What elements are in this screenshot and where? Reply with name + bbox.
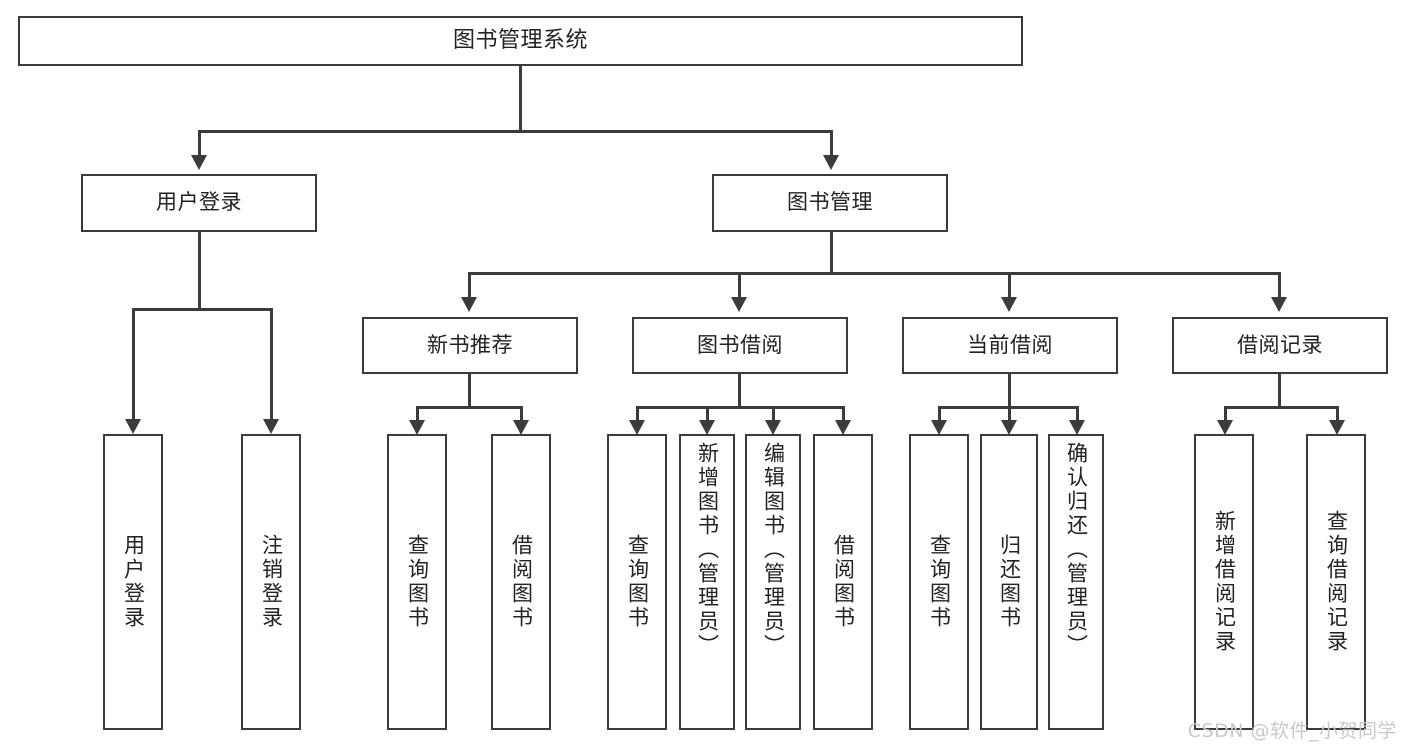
node-label: 当前借阅 [967, 332, 1053, 357]
node-label: 图书管理 [787, 190, 873, 215]
arrowhead-root-to-book-manage [823, 155, 839, 170]
arrowhead-new-book-leaf-2 [513, 420, 529, 435]
connector-borrow-record-to-leaf-1 [1224, 406, 1227, 422]
node-leaf-borrow-book-1[interactable]: 借阅图书 [491, 434, 551, 730]
node-leaf-query-record[interactable]: 查询借阅记录 [1306, 434, 1366, 730]
connector-book-manage-to-current-borrow [1008, 272, 1011, 299]
connector-user-login-stem [198, 232, 201, 310]
node-leaf-query-book-1[interactable]: 查询图书 [387, 434, 447, 730]
arrowhead-book-borrow-leaf-3 [765, 420, 781, 435]
node-leaf-confirm-return[interactable]: 确认归还（管理员） [1048, 434, 1104, 730]
connector-current-borrow-to-leaf-2 [1008, 406, 1011, 422]
node-label: 归还图书 [997, 534, 1022, 630]
node-leaf-user-login[interactable]: 用户登录 [103, 434, 163, 730]
connector-user-login-to-leaf-2 [270, 308, 273, 421]
connector-book-manage-to-book-borrow [738, 272, 741, 299]
arrowhead-user-login-leaf-1 [125, 419, 141, 434]
node-leaf-add-book[interactable]: 新增图书（管理员） [679, 434, 735, 730]
connector-current-borrow-stem [1008, 374, 1011, 408]
node-leaf-add-record[interactable]: 新增借阅记录 [1194, 434, 1254, 730]
connector-new-book-to-leaf-1 [416, 406, 419, 422]
node-label: 图书借阅 [697, 332, 783, 357]
node-label: 借阅图书 [509, 534, 534, 630]
connector-user-login-bus [132, 308, 272, 311]
node-label: 查询借阅记录 [1324, 510, 1349, 654]
node-leaf-logout[interactable]: 注销登录 [241, 434, 301, 730]
node-label: 查询图书 [625, 534, 650, 630]
watermark-text: CSDN @软件_小贺同学 [1187, 720, 1397, 742]
node-book-manage[interactable]: 图书管理 [712, 174, 948, 232]
arrowhead-root-to-user-login [191, 155, 207, 170]
connector-borrow-record-stem [1278, 374, 1281, 408]
connector-book-borrow-bus [636, 406, 844, 409]
node-label: 借阅记录 [1237, 332, 1323, 357]
node-label: 新增图书（管理员） [695, 442, 720, 658]
node-label: 用户登录 [156, 190, 242, 215]
arrowhead-book-borrow-leaf-4 [835, 420, 851, 435]
connector-book-manage-to-new-book [468, 272, 471, 299]
arrowhead-current-borrow-leaf-1 [931, 420, 947, 435]
node-root-system[interactable]: 图书管理系统 [18, 16, 1023, 66]
node-user-login[interactable]: 用户登录 [81, 174, 317, 232]
arrowhead-book-manage-borrow-record [1271, 297, 1287, 312]
node-leaf-return-book[interactable]: 归还图书 [980, 434, 1038, 730]
arrowhead-book-manage-book-borrow [731, 297, 747, 312]
connector-borrow-record-bus [1224, 406, 1338, 409]
connector-new-book-bus [416, 406, 522, 409]
node-label: 注销登录 [259, 534, 284, 630]
connector-book-manage-bus [468, 272, 1280, 275]
arrowhead-user-login-leaf-2 [263, 419, 279, 434]
connector-book-borrow-to-leaf-2 [706, 406, 709, 422]
node-label: 用户登录 [121, 534, 146, 630]
node-label: 编辑图书（管理员） [761, 442, 786, 658]
arrowhead-book-manage-new-book [461, 297, 477, 312]
connector-root-to-user-login [198, 130, 201, 157]
arrowhead-new-book-leaf-1 [409, 420, 425, 435]
node-leaf-query-book-2[interactable]: 查询图书 [607, 434, 667, 730]
connector-book-manage-to-borrow-record [1278, 272, 1281, 299]
connector-root-bus [198, 130, 832, 133]
node-leaf-borrow-book-2[interactable]: 借阅图书 [813, 434, 873, 730]
connector-root-stem [519, 66, 522, 132]
arrowhead-current-borrow-leaf-3 [1069, 420, 1085, 435]
node-book-borrow[interactable]: 图书借阅 [632, 317, 848, 374]
node-leaf-query-book-3[interactable]: 查询图书 [909, 434, 969, 730]
connector-root-to-book-manage [830, 130, 833, 157]
node-label: 查询图书 [405, 534, 430, 630]
arrowhead-book-borrow-leaf-1 [629, 420, 645, 435]
node-new-book-recommend[interactable]: 新书推荐 [362, 317, 578, 374]
node-current-borrow[interactable]: 当前借阅 [902, 317, 1118, 374]
arrowhead-borrow-record-leaf-1 [1217, 420, 1233, 435]
node-label: 查询图书 [927, 534, 952, 630]
node-label: 新增借阅记录 [1212, 510, 1237, 654]
connector-book-borrow-to-leaf-3 [772, 406, 775, 422]
connector-user-login-to-leaf-1 [132, 308, 135, 421]
arrowhead-borrow-record-leaf-2 [1329, 420, 1345, 435]
connector-book-borrow-to-leaf-1 [636, 406, 639, 422]
connector-current-borrow-to-leaf-1 [938, 406, 941, 422]
connector-new-book-stem [468, 374, 471, 408]
connector-book-manage-stem [830, 232, 833, 274]
connector-book-borrow-stem [738, 374, 741, 408]
node-leaf-edit-book[interactable]: 编辑图书（管理员） [745, 434, 801, 730]
connector-book-borrow-to-leaf-4 [842, 406, 845, 422]
node-label: 确认归还（管理员） [1064, 442, 1089, 658]
node-label: 借阅图书 [831, 534, 856, 630]
node-label: 新书推荐 [427, 332, 513, 357]
node-borrow-record[interactable]: 借阅记录 [1172, 317, 1388, 374]
arrowhead-current-borrow-leaf-2 [1001, 420, 1017, 435]
node-label: 图书管理系统 [452, 27, 588, 53]
connector-borrow-record-to-leaf-2 [1336, 406, 1339, 422]
arrowhead-book-manage-current-borrow [1001, 297, 1017, 312]
connector-current-borrow-to-leaf-3 [1076, 406, 1079, 422]
arrowhead-book-borrow-leaf-2 [699, 420, 715, 435]
connector-new-book-to-leaf-2 [520, 406, 523, 422]
